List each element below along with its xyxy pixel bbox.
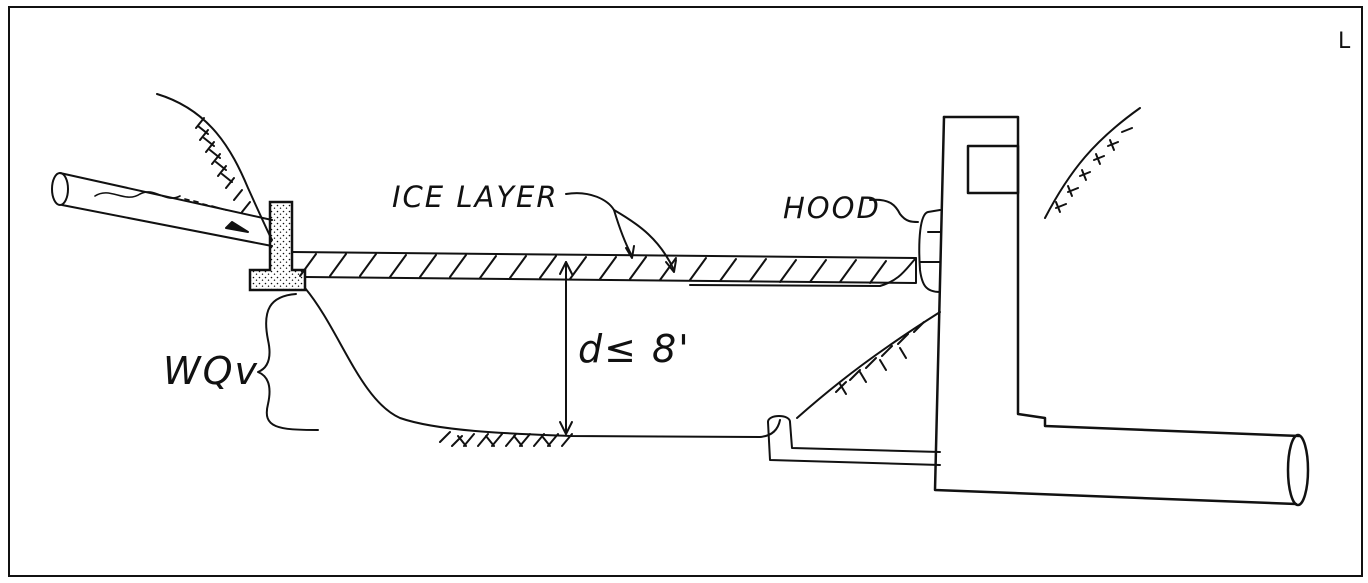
hood-label: HOOD (783, 191, 881, 225)
left-bank (156, 93, 273, 241)
concrete-headwall (248, 200, 307, 292)
depth-dimension-arrow (559, 261, 573, 435)
wqv-label: WQv (163, 349, 259, 393)
hood (869, 198, 941, 293)
ice-layer (291, 251, 917, 287)
diagram-frame (8, 6, 1363, 577)
pond-basin (304, 287, 781, 447)
low-flow-outlet-pipe (767, 415, 941, 466)
outlet-riser-structure (933, 115, 1302, 506)
ice-layer-label: ICE LAYER (392, 180, 559, 214)
outlet-barrel-pipe (1286, 433, 1310, 507)
ice-layer-leader (565, 192, 677, 273)
inflow-pipe (51, 172, 273, 247)
riser-window (966, 144, 1020, 195)
wqv-brace (257, 293, 319, 431)
corner-mark: L (1338, 29, 1352, 54)
right-bank (796, 107, 1141, 419)
depth-label: d≤ 8' (578, 327, 691, 371)
